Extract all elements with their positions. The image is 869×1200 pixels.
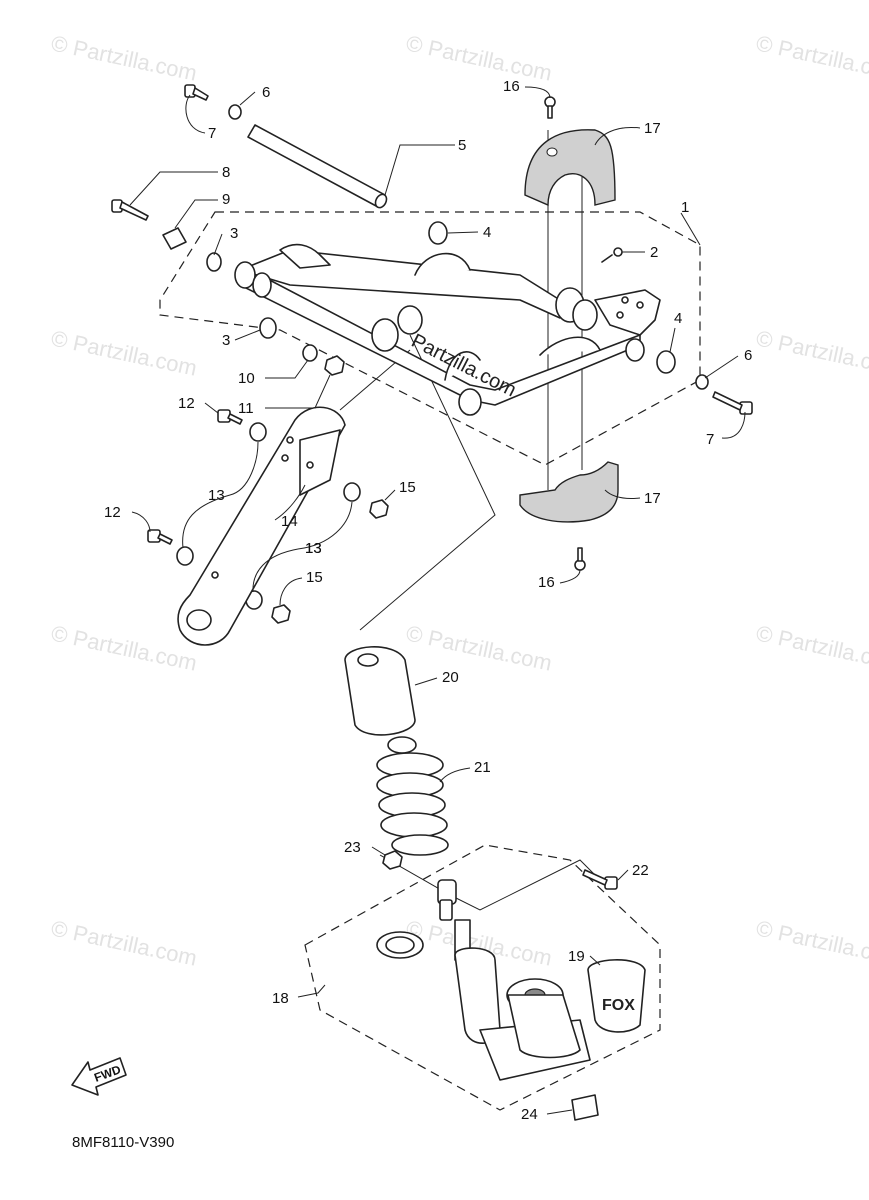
- callout-2: 2: [650, 244, 658, 261]
- collars: [162, 221, 676, 374]
- callouts: 1 2 3 3 4 4 5 6 6 7 7 8 9 10 11 12 12 13: [104, 78, 752, 1123]
- nuts: [271, 355, 403, 870]
- bump-stop: [344, 646, 416, 736]
- pivot-shaft: [247, 124, 388, 209]
- watermark: © Partzilla.com: [754, 915, 869, 970]
- watermark: © Partzilla.com: [404, 30, 554, 85]
- callout-17-top: 17: [644, 120, 661, 137]
- watermark: © Partzilla.com: [754, 30, 869, 85]
- fwd-arrow-icon: FWD: [71, 1057, 127, 1096]
- callout-9: 9: [222, 191, 230, 208]
- callout-14: 14: [281, 513, 298, 530]
- bolt-22: [582, 869, 618, 890]
- bolt-7-right: [712, 391, 753, 415]
- callout-4-right: 4: [674, 310, 682, 327]
- watermark: © Partzilla.com: [754, 325, 869, 380]
- callout-16-bottom: 16: [538, 574, 555, 591]
- ring: [376, 931, 424, 959]
- bolt-16-top: [544, 96, 556, 119]
- callout-22: 22: [632, 862, 649, 879]
- sticker: FOX: [587, 959, 646, 1033]
- watermark: © Partzilla.com: [49, 30, 199, 85]
- bolt-12-bottom: [147, 529, 173, 545]
- svg-text:FOX: FOX: [602, 997, 635, 1014]
- callout-7-top: 7: [208, 125, 216, 142]
- watermark: © Partzilla.com: [404, 620, 554, 675]
- callout-12-top: 12: [178, 395, 195, 412]
- callout-6-top: 6: [262, 84, 270, 101]
- assembly-boundary-shock: [304, 844, 661, 1111]
- cover-top: [524, 129, 616, 207]
- callout-3-bottom: 3: [222, 332, 230, 349]
- callout-24: 24: [521, 1106, 538, 1123]
- callout-7-right: 7: [706, 431, 714, 448]
- bolt-16-bottom: [574, 547, 586, 571]
- callout-17-bottom: 17: [644, 490, 661, 507]
- bolt-12-top: [217, 409, 243, 425]
- callout-12-bottom: 12: [104, 504, 121, 521]
- bolt-8: [111, 199, 149, 221]
- callout-13-a: 13: [208, 487, 225, 504]
- bolt-2: [601, 247, 623, 263]
- watermark: © Partzilla.com: [49, 620, 199, 675]
- callout-19: 19: [568, 948, 585, 965]
- callout-16-top: 16: [503, 78, 520, 95]
- watermark: © Partzilla.com: [49, 325, 199, 380]
- bolt-7-top: [184, 84, 209, 101]
- watermark: © Partzilla.com: [754, 620, 869, 675]
- callout-13-b: 13: [305, 540, 322, 557]
- callout-5: 5: [458, 137, 466, 154]
- callout-8: 8: [222, 164, 230, 181]
- cover-bottom: [519, 461, 619, 523]
- callout-11: 11: [238, 400, 254, 417]
- callout-15-top: 15: [399, 479, 416, 496]
- assembly-boundary-swingarm: [159, 211, 701, 466]
- callout-21: 21: [474, 759, 491, 776]
- callout-6-right: 6: [744, 347, 752, 364]
- swingarm: [234, 243, 661, 416]
- washers: [176, 104, 709, 610]
- spring: [376, 736, 449, 856]
- callout-23: 23: [344, 839, 361, 856]
- callout-20: 20: [442, 669, 459, 686]
- callout-13-c: 13: [305, 540, 322, 557]
- callout-15-bottom: 15: [306, 569, 323, 586]
- watermark-layer: © Partzilla.com © Partzilla.com © Partzi…: [49, 30, 869, 970]
- callout-18: 18: [272, 990, 289, 1007]
- callout-3-top: 3: [230, 225, 238, 242]
- callout-10: 10: [238, 370, 255, 387]
- callout-1: 1: [681, 199, 689, 216]
- watermark: © Partzilla.com: [49, 915, 199, 970]
- diagram-code: 8MF8110-V390: [72, 1134, 174, 1151]
- relay-arm: [177, 406, 346, 646]
- callout-4-top: 4: [483, 224, 491, 241]
- shock-absorber: [437, 879, 599, 1121]
